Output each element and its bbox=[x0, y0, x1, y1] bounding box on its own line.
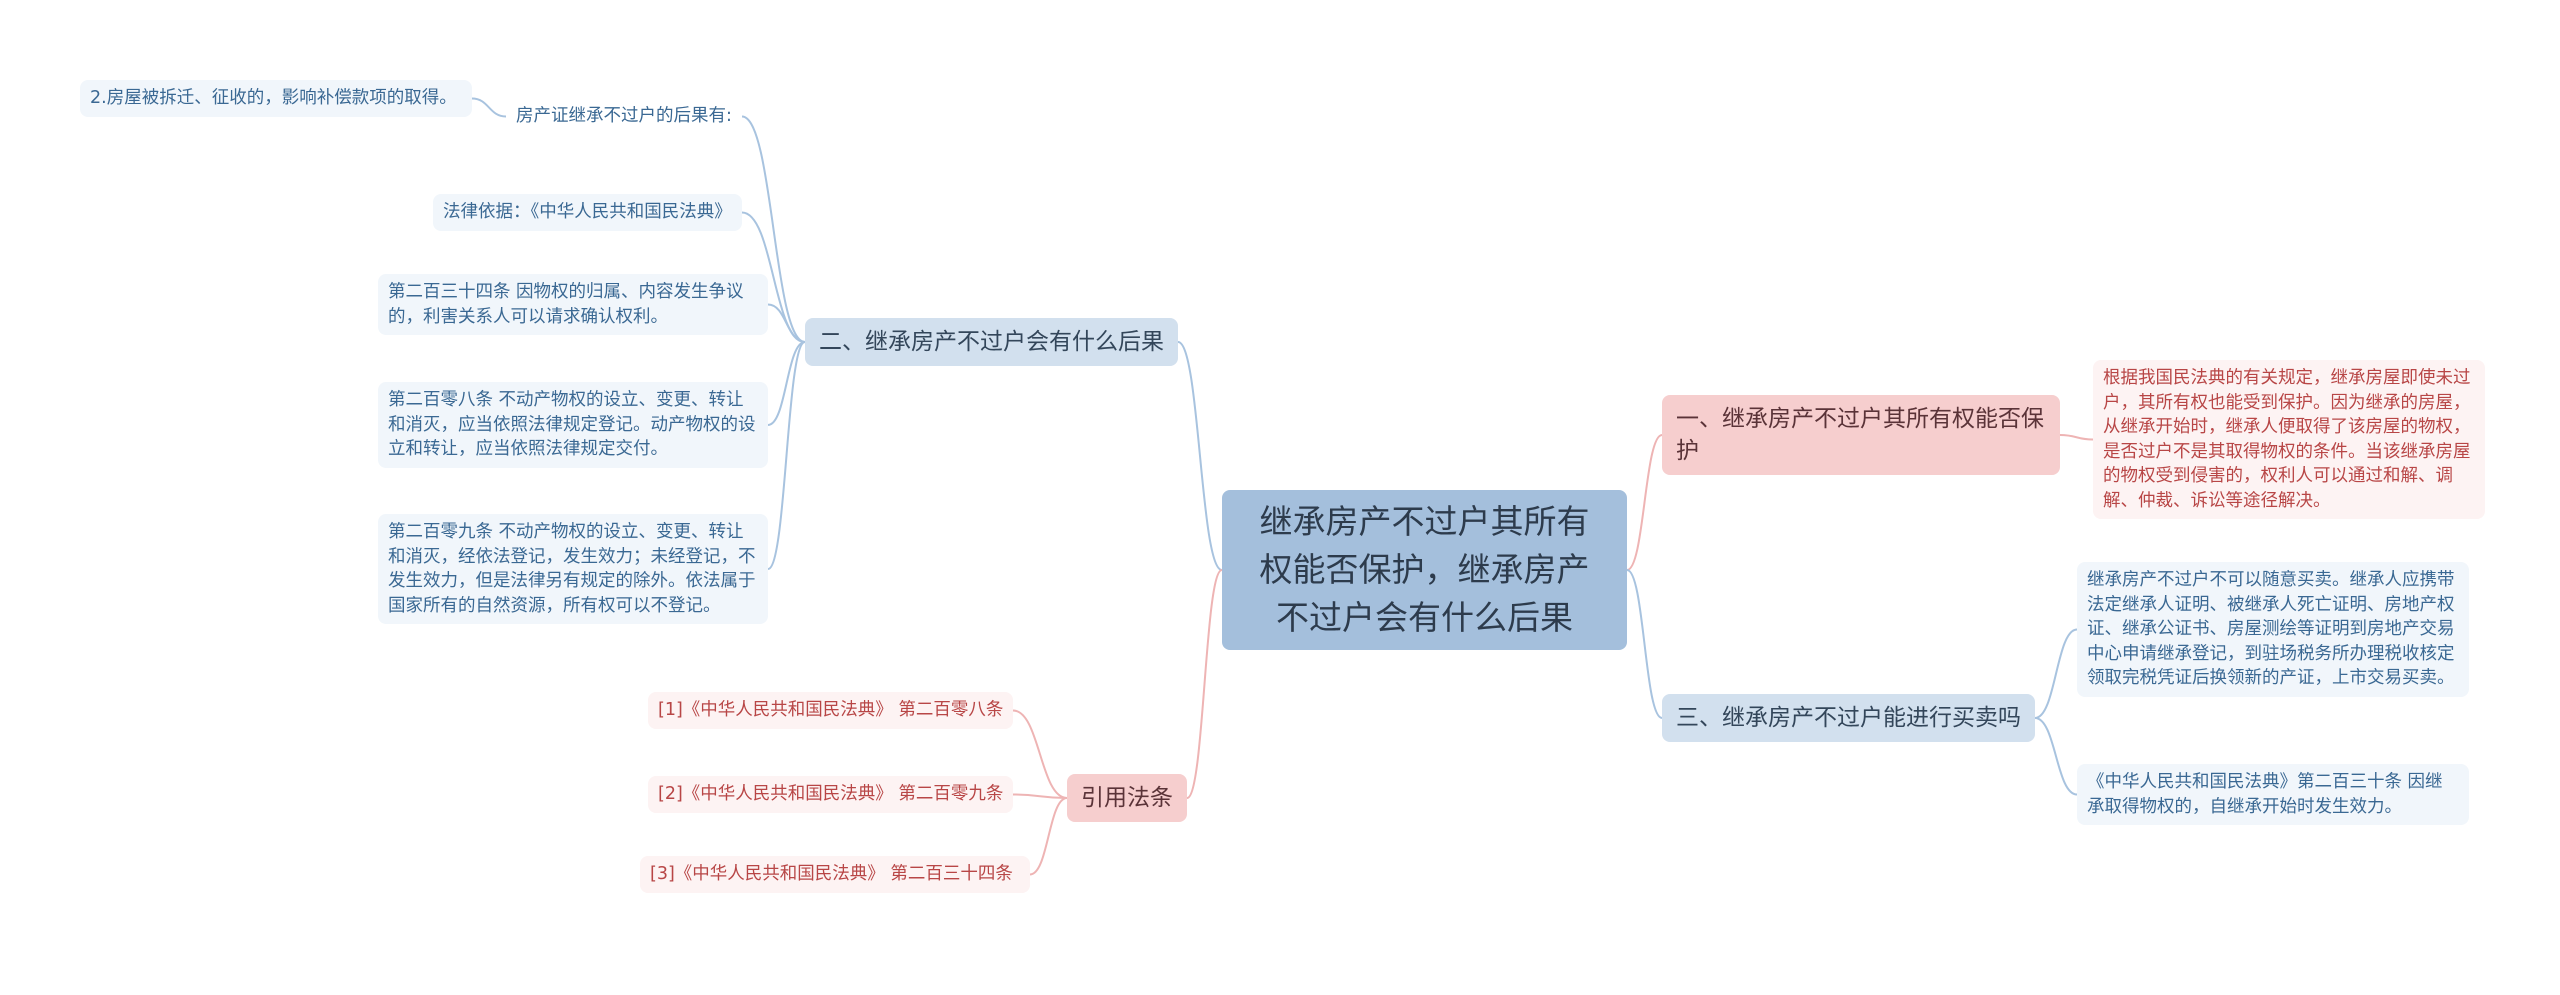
connector-branch-ownership-protection-ownership-protection-detail bbox=[2059, 434, 2094, 441]
reference-item-3-label: [3]《中华人民共和国民法典》 第二百三十四条 bbox=[650, 864, 1013, 884]
branch-sale-question-label: 三、继承房产不过户能进行买卖吗 bbox=[1676, 705, 2021, 731]
connector-root-topic-branch-ownership-protection bbox=[1626, 434, 1663, 571]
sale-rules-detail[interactable]: 继承房产不过户不可以随意买卖。继承人应携带法定继承人证明、被继承人死亡证明、房地… bbox=[2077, 562, 2469, 697]
connector-branch-sale-question-sale-rules-detail bbox=[2034, 628, 2078, 719]
article-234[interactable]: 第二百三十四条 因物权的归属、内容发生争议的，利害关系人可以请求确认权利。 bbox=[378, 274, 768, 335]
branch-ownership-protection-label: 一、继承房产不过户其所有权能否保护 bbox=[1676, 406, 2044, 464]
branch-references-label: 引用法条 bbox=[1081, 785, 1173, 811]
consequence-heading[interactable]: 房产证继承不过户的后果有: bbox=[506, 98, 742, 135]
consequence-item-label: 2.房屋被拆迁、征收的，影响补偿款项的取得。 bbox=[90, 88, 457, 108]
connector-branch-consequences-article-208 bbox=[767, 341, 806, 426]
root-topic[interactable]: 继承房产不过户其所有权能否保护，继承房产不过户会有什么后果 bbox=[1222, 490, 1627, 650]
legal-basis[interactable]: 法律依据：《中华人民共和国民法典》 bbox=[433, 194, 742, 231]
consequence-heading-label: 房产证继承不过户的后果有: bbox=[516, 106, 732, 126]
connector-root-topic-branch-sale-question bbox=[1626, 569, 1663, 719]
connector-branch-references-reference-item-3 bbox=[1029, 797, 1068, 876]
ownership-protection-detail[interactable]: 根据我国民法典的有关规定，继承房屋即使未过户，其所有权也能受到保护。因为继承的房… bbox=[2093, 360, 2485, 519]
branch-consequences[interactable]: 二、继承房产不过户会有什么后果 bbox=[805, 318, 1178, 366]
article-209-label: 第二百零九条 不动产物权的设立、变更、转让和消灭，经依法登记，发生效力；未经登记… bbox=[388, 522, 756, 616]
connector-branch-consequences-consequence-heading bbox=[741, 115, 806, 343]
ownership-protection-detail-label: 根据我国民法典的有关规定，继承房屋即使未过户，其所有权也能受到保护。因为继承的房… bbox=[2103, 368, 2471, 511]
reference-item-1[interactable]: [1]《中华人民共和国民法典》 第二百零八条 bbox=[648, 692, 1014, 729]
connector-branch-references-reference-item-1 bbox=[1012, 709, 1068, 799]
branch-ownership-protection[interactable]: 一、继承房产不过户其所有权能否保护 bbox=[1662, 395, 2060, 475]
branch-consequences-label: 二、继承房产不过户会有什么后果 bbox=[819, 329, 1164, 355]
article-230-label: 《中华人民共和国民法典》第二百三十条 因继承取得物权的，自继承开始时发生效力。 bbox=[2087, 772, 2443, 817]
article-208[interactable]: 第二百零八条 不动产物权的设立、变更、转让和消灭，应当依照法律规定登记。动产物权… bbox=[378, 382, 768, 468]
reference-item-1-label: [1]《中华人民共和国民法典》 第二百零八条 bbox=[658, 700, 1004, 720]
legal-basis-label: 法律依据：《中华人民共和国民法典》 bbox=[443, 202, 732, 222]
connector-root-topic-branch-references bbox=[1186, 569, 1223, 799]
article-234-label: 第二百三十四条 因物权的归属、内容发生争议的，利害关系人可以请求确认权利。 bbox=[388, 282, 744, 327]
article-209[interactable]: 第二百零九条 不动产物权的设立、变更、转让和消灭，经依法登记，发生效力；未经登记… bbox=[378, 514, 768, 624]
sale-rules-detail-label: 继承房产不过户不可以随意买卖。继承人应携带法定继承人证明、被继承人死亡证明、房地… bbox=[2087, 570, 2455, 688]
connector-branch-references-reference-item-2 bbox=[1012, 793, 1068, 799]
connector-branch-consequences-article-234 bbox=[767, 303, 806, 343]
connector-branch-sale-question-article-230 bbox=[2034, 717, 2078, 796]
reference-item-2[interactable]: [2]《中华人民共和国民法典》 第二百零九条 bbox=[648, 776, 1014, 813]
branch-sale-question[interactable]: 三、继承房产不过户能进行买卖吗 bbox=[1662, 694, 2035, 742]
connector-consequence-heading-consequence-item bbox=[471, 97, 507, 118]
branch-references[interactable]: 引用法条 bbox=[1067, 774, 1187, 822]
connector-branch-consequences-article-209 bbox=[767, 341, 806, 570]
article-230[interactable]: 《中华人民共和国民法典》第二百三十条 因继承取得物权的，自继承开始时发生效力。 bbox=[2077, 764, 2469, 825]
reference-item-2-label: [2]《中华人民共和国民法典》 第二百零九条 bbox=[658, 784, 1004, 804]
root-topic-label: 继承房产不过户其所有权能否保护，继承房产不过户会有什么后果 bbox=[1259, 502, 1590, 637]
consequence-item[interactable]: 2.房屋被拆迁、征收的，影响补偿款项的取得。 bbox=[80, 80, 472, 117]
connector-root-topic-branch-consequences bbox=[1177, 341, 1223, 571]
article-208-label: 第二百零八条 不动产物权的设立、变更、转让和消灭，应当依照法律规定登记。动产物权… bbox=[388, 390, 756, 459]
reference-item-3[interactable]: [3]《中华人民共和国民法典》 第二百三十四条 bbox=[640, 856, 1030, 893]
